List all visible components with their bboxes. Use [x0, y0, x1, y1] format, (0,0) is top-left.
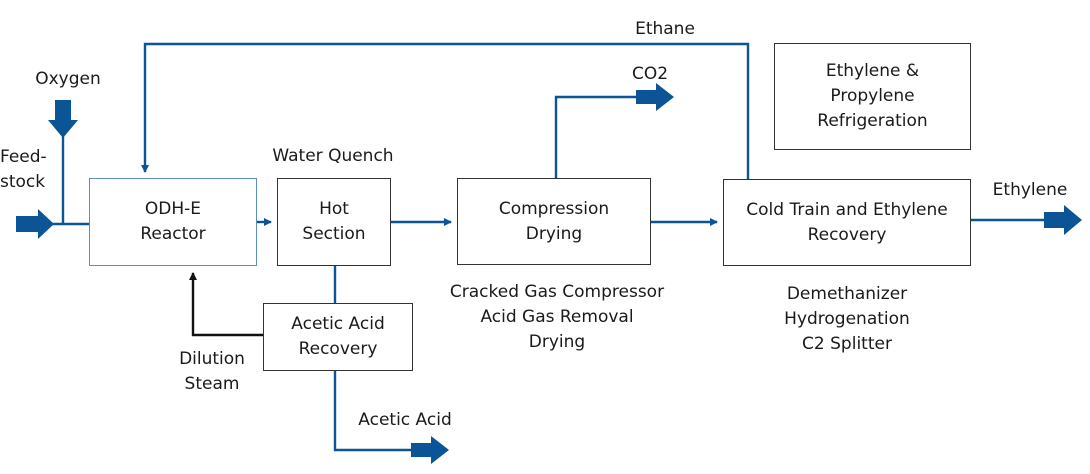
co2-line: [554, 95, 640, 178]
water-quench-label: Water Quench: [272, 146, 394, 166]
refrigeration-box: Ethylene & Propylene Refrigeration: [774, 43, 971, 150]
acetic-acid-line: [333, 371, 415, 452]
feedstock-arrow-icon: [16, 209, 54, 239]
acetic-acid-recovery-box: Acetic Acid Recovery: [263, 303, 413, 371]
ethylene-label: Ethylene: [992, 180, 1068, 200]
dilution-steam-label: Dilution Steam: [179, 349, 245, 394]
acetic-acid-arrow-icon: [411, 436, 449, 464]
hot-section-box: Hot Section: [277, 178, 391, 266]
co2-arrow-icon: [636, 83, 674, 111]
feedstock-label: Feed- stock: [0, 147, 47, 192]
ethane-recycle-line: [141, 42, 750, 179]
compression-drying-box: Compression Drying: [457, 178, 651, 265]
ethylene-arrow-icon: [1044, 205, 1082, 235]
cold-train-notes: Demethanizer Hydrogenation C2 Splitter: [784, 284, 910, 354]
odh-e-reactor-box: ODH-E Reactor: [89, 178, 257, 266]
oxygen-arrow-icon: [48, 100, 78, 138]
co2-label: CO2: [631, 64, 669, 84]
acetic-acid-label: Acetic Acid: [358, 410, 452, 430]
compression-notes: Cracked Gas Compressor Acid Gas Removal …: [449, 282, 665, 352]
ethane-label: Ethane: [635, 19, 695, 39]
dilution-steam-line: [189, 272, 263, 337]
oxygen-label: Oxygen: [35, 69, 101, 89]
cold-train-box: Cold Train and Ethylene Recovery: [723, 179, 971, 266]
